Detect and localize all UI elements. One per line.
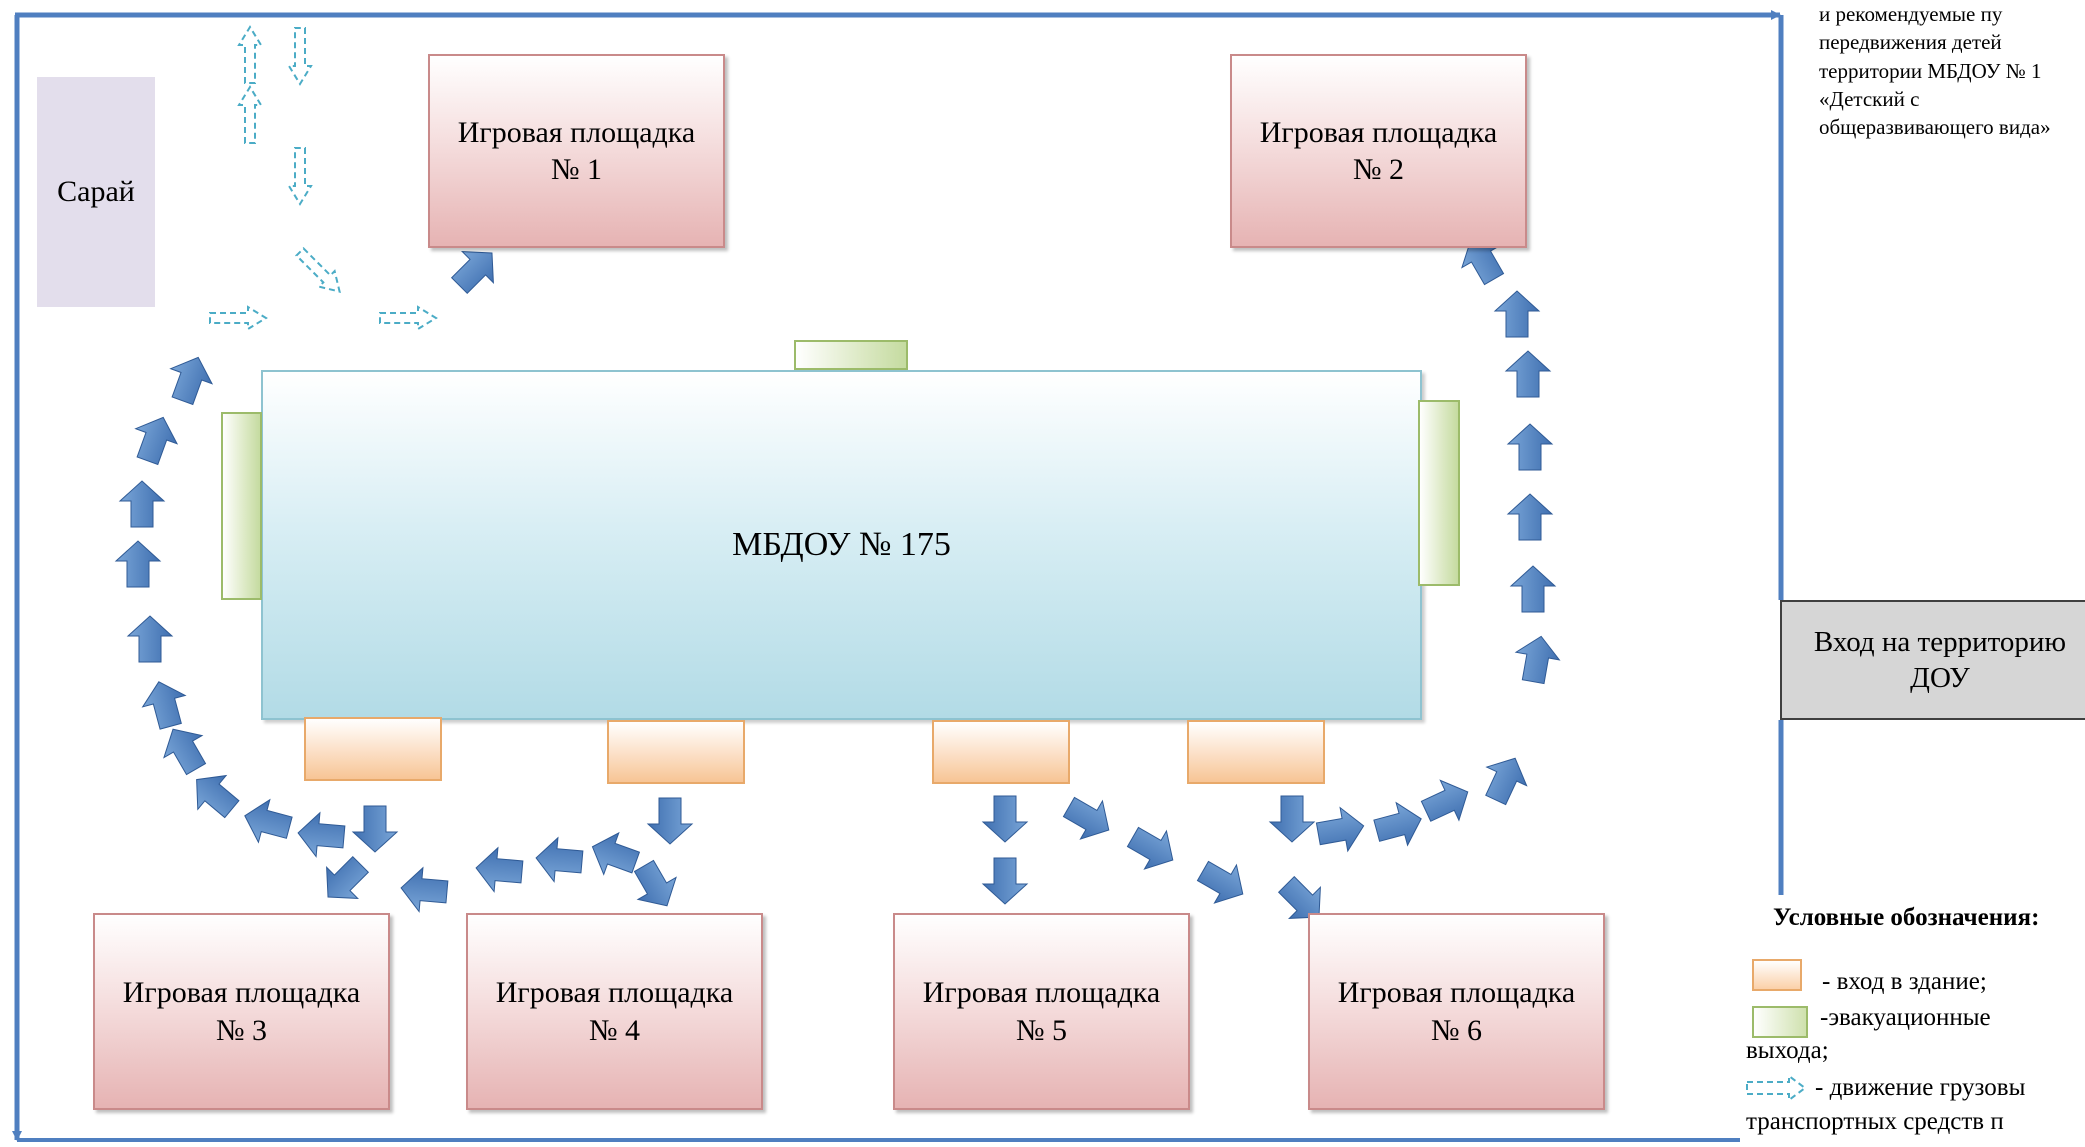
caption-line-4: «Детский с [1819,87,1920,112]
playground-4-title: Игровая площадка [495,976,734,1009]
caption-line-2: передвижения детей [1819,30,2002,55]
child-route-arrow-26 [1268,795,1316,843]
child-route-arrow-21 [981,857,1029,905]
playground-1: Игровая площадка № 1 [428,54,725,248]
child-route-arrow-20 [981,795,1029,843]
child-route-arrow-19 [633,859,677,907]
playground-1-number: № 1 [550,153,603,186]
playground-6: Игровая площадка № 6 [1308,913,1605,1110]
legend-evac-text-2: выхода; [1746,1037,1829,1064]
truck-route-arrow-3 [287,27,313,86]
building-label: МБДОУ № 175 [732,525,951,563]
child-route-arrow-35 [1504,350,1552,398]
playground-5-number: № 5 [1015,1013,1068,1047]
child-route-arrow-15 [475,846,524,893]
legend-evac-text-1: -эвакуационные [1820,1004,1991,1031]
child-route-arrow-31 [1514,635,1561,685]
playground-6-title: Игровая площадка [1337,976,1576,1009]
child-route-arrow-11 [297,811,346,858]
child-route-arrow-10 [244,798,293,844]
child-route-arrow-24 [1196,860,1244,904]
child-route-arrow-1 [450,251,494,295]
playground-2-title: Игровая площадка [1259,115,1498,149]
child-route-arrow-6 [126,615,174,663]
truck-route-arrow-1 [237,25,263,84]
child-route-arrow-23 [1126,826,1174,870]
child-route-arrow-4 [118,480,166,528]
child-route-arrow-5 [114,540,162,588]
child-route-arrow-3 [134,416,179,466]
caption-line-5: общеразвивающего вида» [1819,115,2051,140]
child-route-arrow-17 [591,831,641,876]
truck-route-arrow-6 [379,305,438,331]
building-entrance-1 [304,717,442,781]
child-route-arrow-7 [141,681,187,730]
child-route-arrow-25 [1277,875,1321,919]
playground-4-number: № 4 [588,1013,641,1047]
evacuation-exit-right [1418,400,1460,586]
playground-2-number: № 2 [1352,153,1405,186]
playground-5-title: Игровая площадка [922,976,1161,1009]
evacuation-exit-left [221,412,262,600]
child-route-arrow-12 [351,805,399,853]
child-route-arrow-27 [1315,806,1365,853]
truck-route-arrow-4 [287,147,313,206]
caption-line-1: и рекомендуемые пу [1819,2,2003,26]
child-route-arrow-16 [535,836,584,883]
caption-line-3: территории МБДОУ № 1 [1819,58,2042,83]
child-route-arrow-9 [196,774,240,819]
truck-route-arrow-2 [237,85,263,144]
child-route-group [114,197,1561,919]
dashed-arrow-icon [1746,1074,1807,1102]
playground-5: Игровая площадка № 5 [893,913,1190,1110]
territory-entrance: Вход на территорию ДОУ [1780,600,2085,720]
playground-4: Игровая площадка № 4 [466,913,763,1110]
truck-route-arrow-7 [295,247,341,293]
child-route-arrow-2 [169,356,214,406]
legend-entrance-text: - вход в здание; [1822,968,1987,995]
child-route-arrow-14 [400,866,449,913]
territory-entrance-line2: ДОУ [1910,662,1970,694]
playground-2: Игровая площадка № 2 [1230,54,1527,248]
child-route-arrow-8 [163,728,207,776]
evacuation-exit-top [794,340,908,370]
territory-entrance-line1: Вход на территорию [1813,625,2067,658]
child-route-arrow-22 [1062,796,1110,840]
legend-trucks-text-2: транспортных средств п [1746,1108,2004,1135]
playground-6-number: № 6 [1430,1013,1483,1047]
shed: Сарай [37,77,155,307]
playground-3-number: № 3 [215,1013,268,1047]
building-entrance-3 [932,720,1070,784]
child-route-arrow-29 [1420,779,1469,822]
playground-3-title: Игровая площадка [122,976,361,1009]
child-route-arrow-34 [1506,423,1554,471]
child-route-arrow-18 [646,797,694,845]
child-route-arrow-28 [1373,801,1422,847]
child-route-arrow-13 [326,855,370,899]
building-entrance-2 [607,720,745,784]
scheme-caption: и рекомендуемые пу передвижения детей те… [1819,0,2085,142]
truck-route-arrow-5 [209,305,268,331]
child-route-arrow-32 [1509,565,1557,613]
playground-1-title: Игровая площадка [457,115,696,149]
legend-entrance-swatch [1752,959,1802,991]
truck-route-group [209,25,438,331]
child-route-arrow-36 [1493,290,1541,338]
legend-evac-swatch [1752,1006,1808,1038]
shed-label: Сарай [57,175,135,209]
child-route-arrow-33 [1506,493,1554,541]
legend-title: Условные обозначения: [1773,904,2040,931]
playground-3: Игровая площадка № 3 [93,913,390,1110]
building-entrance-4 [1187,720,1325,784]
child-route-arrow-30 [1485,757,1528,806]
kindergarten-building: МБДОУ № 175 [261,370,1422,720]
legend-trucks-text-1: - движение грузовы [1815,1074,2026,1101]
